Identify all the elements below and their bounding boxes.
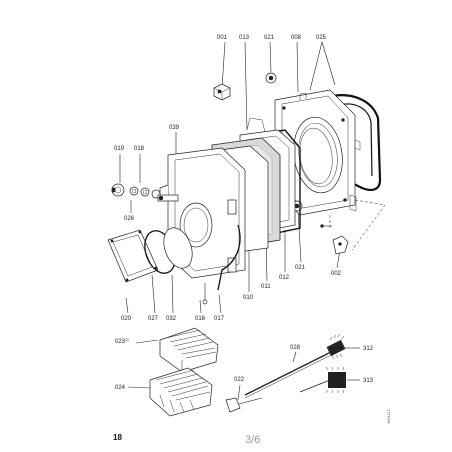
part-017-cable bbox=[217, 224, 241, 291]
label-001: 001 bbox=[217, 35, 228, 41]
part-002-bracket bbox=[332, 235, 349, 255]
label-027: 027 bbox=[148, 316, 159, 322]
part-020-cover bbox=[107, 229, 159, 283]
part-313-brush bbox=[299, 366, 346, 394]
page-counter: 3/6 bbox=[245, 434, 260, 446]
label-017: 017 bbox=[214, 316, 225, 322]
label-023: 0231) bbox=[115, 337, 129, 345]
label-313: 313 bbox=[363, 378, 374, 384]
part-labels: 001 013 021 008 025 039 019 018 026 020 … bbox=[114, 35, 374, 391]
part-032-glass bbox=[163, 227, 193, 269]
label-025: 025 bbox=[316, 35, 327, 41]
label-021-top: 021 bbox=[264, 35, 275, 41]
part-018-rings bbox=[129, 186, 161, 199]
part-312-brush bbox=[326, 333, 346, 360]
label-020: 020 bbox=[121, 316, 132, 322]
part-024-baffle bbox=[149, 367, 213, 417]
label-002: 002 bbox=[331, 271, 342, 277]
label-028: 028 bbox=[290, 345, 301, 351]
label-010: 010 bbox=[243, 295, 254, 301]
label-016: 016 bbox=[195, 316, 206, 322]
part-021-nut-top bbox=[265, 72, 277, 84]
label-024: 024 bbox=[115, 385, 126, 391]
part-022-tool bbox=[225, 397, 263, 413]
label-018: 018 bbox=[134, 146, 145, 152]
label-011: 011 bbox=[261, 284, 271, 290]
part-screw bbox=[320, 224, 332, 228]
page-number: 18 bbox=[113, 433, 122, 442]
part-016-pin bbox=[202, 283, 208, 305]
part-019-fitting bbox=[111, 183, 125, 197]
label-019: 019 bbox=[114, 146, 125, 152]
label-021-bottom: 021 bbox=[295, 265, 306, 271]
label-039: 039 bbox=[169, 125, 180, 131]
part-026-bolt bbox=[157, 194, 179, 202]
leader-lines bbox=[119, 41, 360, 401]
side-code: 4661112 bbox=[386, 408, 391, 424]
label-008: 008 bbox=[291, 35, 302, 41]
part-028-rod bbox=[244, 349, 336, 399]
label-013: 013 bbox=[239, 35, 250, 41]
part-023-baffle bbox=[159, 327, 219, 373]
label-012: 012 bbox=[279, 275, 290, 281]
label-032: 032 bbox=[166, 316, 177, 322]
label-022: 022 bbox=[234, 377, 245, 383]
label-312: 312 bbox=[363, 346, 374, 352]
label-026: 026 bbox=[124, 216, 135, 222]
part-001-clip bbox=[213, 83, 231, 101]
